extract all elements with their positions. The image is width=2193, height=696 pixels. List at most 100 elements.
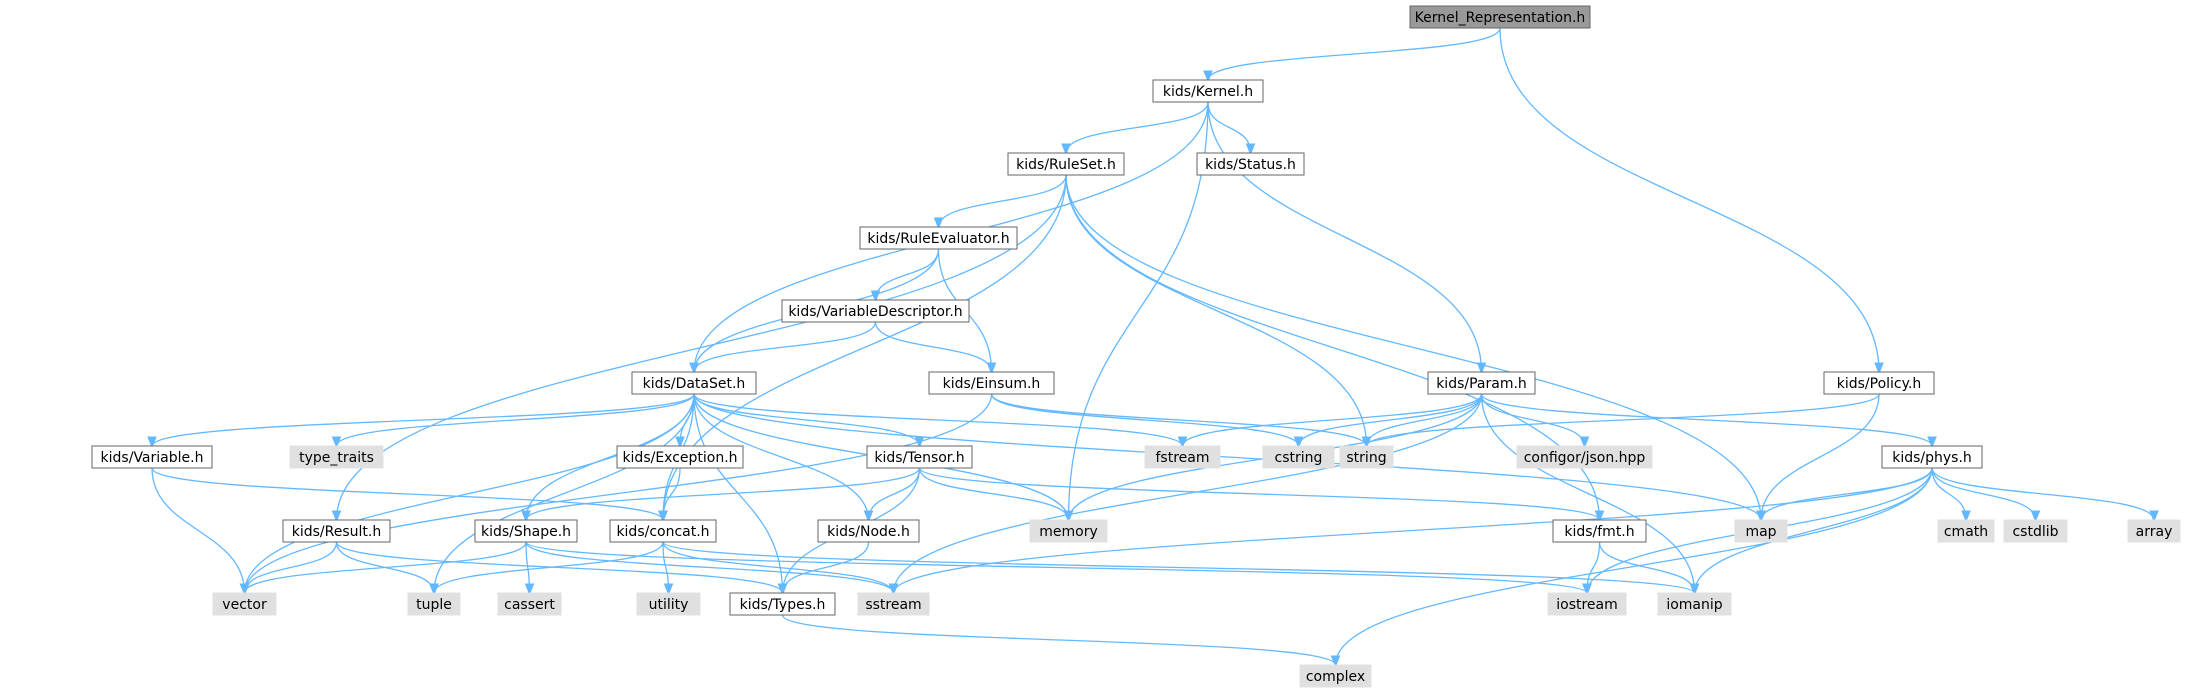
edge-phys-to-map [1761, 467, 1933, 520]
edge-concat-to-tuple [434, 541, 664, 593]
node-kernel[interactable]: kids/Kernel.h [1152, 79, 1264, 103]
edge-tensor-to-shape [526, 467, 921, 520]
node-variabledescriptor[interactable]: kids/VariableDescriptor.h [781, 299, 970, 323]
node-box-param [1427, 371, 1536, 395]
node-fmt[interactable]: kids/fmt.h [1552, 519, 1647, 543]
node-shape[interactable]: kids/Shape.h [474, 519, 578, 543]
edge-ruleevaluator-to-variabledescriptor [876, 248, 940, 300]
edge-einsum-to-cstring [990, 393, 1299, 446]
node-label-policy: kids/Policy.h [1837, 376, 1922, 392]
node-box-shape [474, 519, 578, 543]
edge-phys-to-complex [1336, 467, 1933, 665]
node-label-kernel_representation: Kernel_Representation.h [1415, 10, 1586, 26]
edge-phys-to-sstream [894, 467, 1933, 593]
node-einsum[interactable]: kids/Einsum.h [928, 371, 1055, 395]
node-label-variabledescriptor: kids/VariableDescriptor.h [788, 304, 962, 320]
edge-tensor-to-fmt [918, 467, 1600, 520]
node-ruleevaluator[interactable]: kids/RuleEvaluator.h [859, 226, 1018, 250]
node-label-ruleset: kids/RuleSet.h [1016, 157, 1116, 173]
edge-phys-to-cmath [1931, 467, 1966, 520]
node-label-exception: kids/Exception.h [622, 450, 737, 466]
edge-result-to-types [335, 541, 783, 593]
edge-param-to-sstream [894, 393, 1483, 593]
node-vector: vector [212, 592, 277, 616]
edge-kernel-to-param [1207, 101, 1482, 372]
node-label-utility: utility [649, 597, 689, 613]
node-box-cstring [1262, 445, 1335, 469]
node-label-kernel: kids/Kernel.h [1163, 84, 1253, 100]
node-box-cassert [497, 592, 562, 616]
node-label-concat: kids/concat.h [616, 524, 709, 540]
node-label-node: kids/Node.h [827, 524, 910, 540]
edge-variable-to-vector [151, 467, 245, 593]
edge-ruleset-to-ruleevaluator [939, 174, 1067, 227]
edge-dataset-to-type_traits [337, 393, 695, 446]
node-box-array [2127, 519, 2181, 543]
node-concat[interactable]: kids/concat.h [609, 519, 717, 543]
node-label-param: kids/Param.h [1436, 376, 1527, 392]
edge-kernel_representation-to-kernel [1208, 27, 1501, 80]
node-box-memory [1029, 519, 1108, 543]
edge-variabledescriptor-to-dataset [694, 321, 877, 372]
node-box-ruleevaluator [859, 226, 1018, 250]
node-status[interactable]: kids/Status.h [1196, 152, 1305, 176]
node-variable[interactable]: kids/Variable.h [91, 445, 213, 469]
edge-dataset-to-shape [526, 393, 695, 520]
edge-shape-to-iostream [525, 541, 1587, 593]
edge-param-to-fstream [1183, 393, 1483, 446]
node-box-result [282, 519, 391, 543]
node-param[interactable]: kids/Param.h [1427, 371, 1536, 395]
node-box-fstream [1144, 445, 1221, 469]
node-node[interactable]: kids/Node.h [817, 519, 920, 543]
node-phys[interactable]: kids/phys.h [1881, 445, 1983, 469]
edge-variable-to-concat [151, 467, 663, 520]
node-label-cstring: cstring [1275, 450, 1323, 466]
node-complex: complex [1299, 664, 1372, 688]
node-utility: utility [636, 592, 701, 616]
node-box-concat [609, 519, 717, 543]
edge-phys-to-cstdlib [1931, 467, 2036, 520]
node-label-complex: complex [1306, 669, 1365, 685]
edge-exception-to-concat [663, 467, 681, 520]
edge-phys-to-array [1931, 467, 2154, 520]
edge-dataset-to-fstream [693, 393, 1183, 446]
edge-kernel_representation-to-policy [1499, 27, 1879, 372]
node-label-vector: vector [222, 597, 267, 613]
node-box-variabledescriptor [781, 299, 970, 323]
node-box-utility [636, 592, 701, 616]
node-memory: memory [1029, 519, 1108, 543]
node-label-fmt: kids/fmt.h [1564, 524, 1634, 540]
edges-layer [151, 27, 2154, 665]
node-label-dataset: kids/DataSet.h [643, 376, 746, 392]
node-box-string [1339, 445, 1394, 469]
node-label-iomanip: iomanip [1666, 597, 1722, 613]
node-box-cmath [1937, 519, 1995, 543]
node-box-dataset [631, 371, 757, 395]
node-kernel_representation[interactable]: Kernel_Representation.h [1409, 5, 1591, 29]
node-label-iostream: iostream [1556, 597, 1618, 613]
edge-kernel-to-memory [1069, 101, 1209, 520]
node-policy[interactable]: kids/Policy.h [1823, 371, 1935, 395]
edge-param-to-configor [1480, 393, 1585, 446]
node-cassert: cassert [497, 592, 562, 616]
node-tensor[interactable]: kids/Tensor.h [866, 445, 973, 469]
node-box-sstream [857, 592, 930, 616]
node-dataset[interactable]: kids/DataSet.h [631, 371, 757, 395]
node-box-type_traits [289, 445, 384, 469]
node-types[interactable]: kids/Types.h [729, 592, 836, 616]
node-label-tuple: tuple [416, 597, 452, 613]
nodes-layer: Kernel_Representation.h kids/Kernel.h kids… [91, 5, 2181, 688]
node-exception[interactable]: kids/Exception.h [616, 445, 744, 469]
edge-shape-to-vector [245, 541, 527, 593]
node-box-iostream [1547, 592, 1627, 616]
node-box-kernel_representation [1409, 5, 1591, 29]
edge-dataset-to-variable [152, 393, 695, 446]
edge-param-to-iomanip [1480, 393, 1695, 593]
node-label-memory: memory [1039, 524, 1098, 540]
node-label-shape: kids/Shape.h [481, 524, 571, 540]
node-box-policy [1823, 371, 1935, 395]
node-tuple: tuple [407, 592, 461, 616]
node-result[interactable]: kids/Result.h [282, 519, 391, 543]
node-ruleset[interactable]: kids/RuleSet.h [1007, 152, 1125, 176]
